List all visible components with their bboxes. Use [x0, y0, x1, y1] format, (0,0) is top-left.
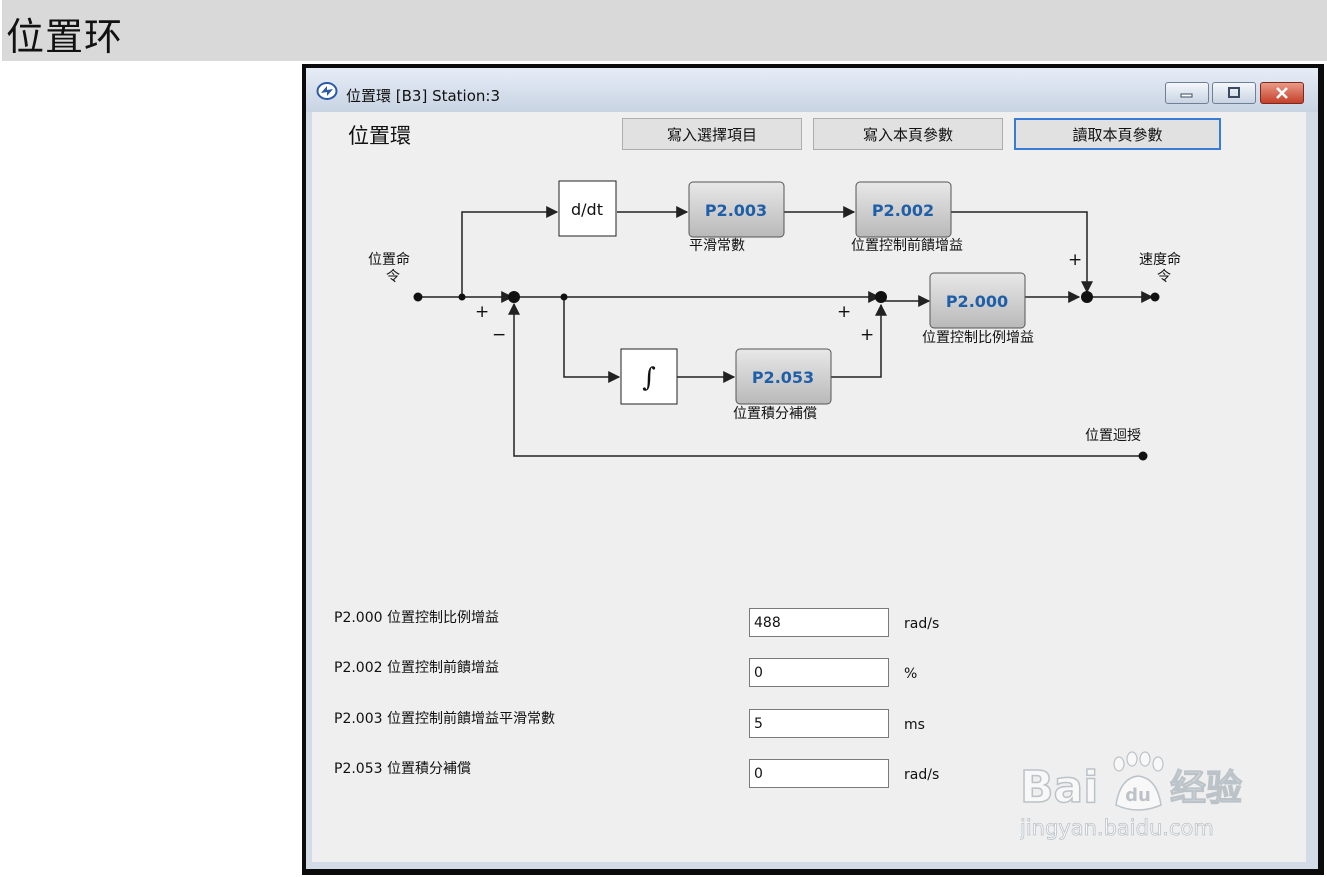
param-label-p2002: P2.002 位置控制前饋增益 [334, 660, 499, 676]
block-p2002-caption: 位置控制前饋增益 [851, 237, 963, 254]
block-p2000-code: P2.000 [946, 292, 1008, 311]
input-label-line1: 位置命 [368, 251, 410, 268]
param-unit-p2053: rad/s [904, 767, 940, 783]
close-button[interactable] [1260, 82, 1304, 104]
block-p2053-caption: 位置積分補償 [733, 406, 817, 422]
app-window-frame: 位置環 [B3] Station:3 位置環 寫入選擇項目 寫入本頁參數 [302, 64, 1324, 875]
plus-sign: + [1068, 250, 1082, 270]
param-unit-p2002: % [904, 666, 918, 682]
output-label-line1: 速度命 [1139, 251, 1181, 268]
block-p2000-caption: 位置控制比例增益 [922, 330, 1034, 346]
baidu-watermark: Bai du 经验 jingyan.baidu.com [1020, 751, 1243, 840]
signal-lines [418, 206, 1154, 457]
param-unit-p2000: rad/s [904, 616, 940, 632]
plus-sign: + [860, 325, 874, 345]
block-p2000[interactable]: P2.000 [929, 272, 1026, 329]
block-p2053[interactable]: P2.053 [735, 348, 832, 405]
block-p2053-code: P2.053 [752, 368, 814, 387]
minimize-icon [1180, 93, 1193, 98]
block-p2002-code: P2.002 [872, 201, 934, 220]
control-diagram: d/dt ∫ P2.003 P2.002 P2.000 [368, 180, 1181, 461]
watermark-brand2: 经验 [1170, 768, 1242, 809]
paw-icon: du [1113, 751, 1164, 811]
watermark-url: jingyan.baidu.com [1020, 816, 1214, 840]
output-label-line2: 令 [1157, 269, 1171, 285]
block-p2003-caption: 平滑常數 [689, 237, 745, 254]
block-p2002[interactable]: P2.002 [855, 181, 952, 238]
integral-block: ∫ [620, 348, 678, 405]
maximize-icon [1228, 87, 1240, 98]
page-title: 位置环 [6, 15, 124, 59]
p2002-value-input[interactable] [749, 658, 889, 687]
junction-dots [413, 291, 1160, 461]
p2000-value-input[interactable] [749, 608, 889, 637]
input-label-line2: 令 [386, 269, 400, 285]
close-icon [1276, 87, 1288, 99]
plus-sign: + [475, 302, 489, 322]
section-title: 位置環 [348, 124, 411, 148]
window-title: 位置環 [B3] Station:3 [346, 87, 500, 105]
write-page-button[interactable]: 寫入本頁參數 [813, 118, 1003, 150]
feedback-label: 位置迴授 [1085, 428, 1141, 444]
param-label-p2000: P2.000 位置控制比例增益 [334, 610, 499, 626]
client-area: 位置環 寫入選擇項目 寫入本頁參數 讀取本頁參數 [312, 112, 1306, 862]
p2003-value-input[interactable] [749, 709, 889, 738]
block-p2003-code: P2.003 [705, 201, 767, 220]
plus-sign: + [837, 302, 851, 322]
block-p2003[interactable]: P2.003 [688, 181, 785, 238]
p2053-value-input[interactable] [749, 759, 889, 788]
minus-sign: − [492, 325, 506, 345]
param-label-p2053: P2.053 位置積分補償 [334, 761, 471, 777]
svg-text:du: du [1125, 785, 1151, 806]
param-label-p2003: P2.003 位置控制前饋增益平滑常數 [334, 711, 555, 727]
ddt-label: d/dt [571, 200, 603, 219]
watermark-brand: Bai [1020, 762, 1098, 813]
app-logo-icon [316, 82, 338, 100]
app-window: 位置環 [B3] Station:3 位置環 寫入選擇項目 寫入本頁參數 [306, 68, 1318, 869]
ddt-block: d/dt [558, 180, 617, 237]
maximize-button[interactable] [1212, 82, 1256, 104]
write-selected-button[interactable]: 寫入選擇項目 [622, 118, 802, 150]
minimize-button[interactable] [1165, 82, 1209, 104]
param-unit-p2003: ms [904, 717, 925, 733]
integral-label: ∫ [642, 363, 656, 393]
read-page-button[interactable]: 讀取本頁參數 [1014, 118, 1221, 150]
page-header: 位置环 [2, 0, 1327, 61]
title-bar[interactable]: 位置環 [B3] Station:3 [306, 68, 1318, 112]
